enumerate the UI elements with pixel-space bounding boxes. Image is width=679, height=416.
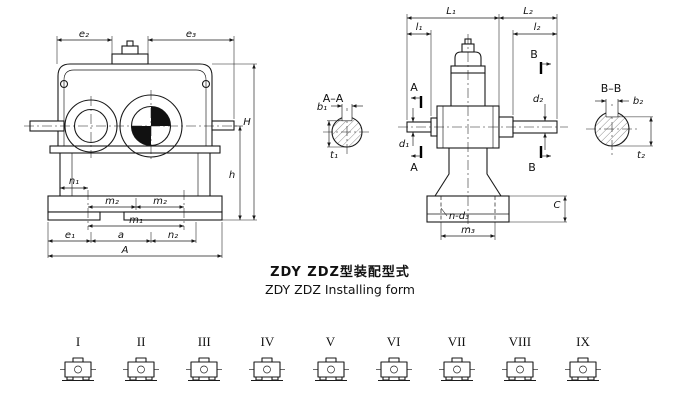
installing-form-item: VIII	[498, 334, 542, 389]
section-mark-b-bottom: B	[528, 161, 536, 174]
installing-form-item: V	[309, 334, 353, 389]
dim-label-A: A	[121, 245, 129, 256]
installing-form-item: IV	[245, 334, 289, 389]
dim-label-l2: l₂	[534, 22, 541, 33]
dim-label-d2: d₂	[533, 94, 543, 105]
installing-form-item: III	[182, 334, 226, 389]
gearbox-form-icon	[60, 356, 96, 384]
gearbox-form-icon	[439, 356, 475, 384]
installing-form-numeral: VIII	[508, 334, 532, 349]
front-view	[24, 40, 240, 230]
dim-label-b1: b₁	[317, 102, 327, 113]
dim-label-H: H	[243, 117, 251, 128]
dim-label-n1: n₁	[69, 176, 79, 187]
installing-form-numeral: III	[197, 334, 211, 349]
dim-label-e2: e₂	[79, 29, 89, 40]
dim-label-l1: l₁	[416, 22, 423, 33]
dim-label-b2: b₂	[633, 96, 643, 107]
dim-label-m2-right: m₂	[153, 196, 167, 207]
side-view-dimensions: L₁ L₂ l₁ l₂ d₁ d₂ C n-d₃ m₃	[399, 6, 567, 240]
installing-form-numeral: IV	[260, 334, 275, 349]
gearbox-form-icon	[565, 356, 601, 384]
installing-form-item: VII	[435, 334, 479, 389]
side-view: A A B B	[398, 34, 568, 230]
gearbox-form-icon	[186, 356, 222, 384]
installing-forms-row: I II III IV V VI VII VIII IX	[0, 334, 679, 389]
caption-english: ZDY ZDZ Installing form	[265, 282, 415, 297]
installing-form-item: II	[119, 334, 163, 389]
installing-form-numeral: IX	[576, 334, 590, 349]
section-bb-title: B–B	[601, 82, 622, 95]
gearbox-form-icon	[376, 356, 412, 384]
gearbox-form-icon	[249, 356, 285, 384]
front-view-dimensions: e₂ e₃ H h n₁ m₂ m₂ m₁ e₁ a n₂ A	[47, 29, 257, 258]
dim-label-t1: t₁	[330, 150, 338, 161]
gearbox-form-icon	[313, 356, 349, 384]
dim-label-h: h	[229, 170, 235, 181]
caption-chinese: ZDY ZDZ型装配型式	[270, 265, 410, 280]
installing-form-numeral: VII	[447, 334, 466, 349]
dim-label-L2: L₂	[523, 6, 533, 17]
dim-label-d1: d₁	[399, 139, 409, 150]
section-aa-title: A–A	[323, 92, 344, 105]
installing-form-numeral: VI	[386, 334, 401, 349]
dim-label-n-d3: n-d₃	[449, 211, 469, 222]
dim-label-e1: e₁	[65, 230, 75, 241]
gearbox-form-icon	[502, 356, 538, 384]
dim-label-C: C	[554, 200, 561, 211]
dim-label-m1: m₁	[129, 215, 143, 226]
section-mark-b-top: B	[530, 48, 538, 61]
dim-label-m2-left: m₂	[105, 196, 119, 207]
section-bb: B–B b₂ t₂	[586, 82, 653, 161]
assembly-drawing: e₂ e₃ H h n₁ m₂ m₂ m₁ e₁ a n₂ A A–A b₁ t…	[24, 6, 653, 258]
dim-label-L1: L₁	[446, 6, 456, 17]
installing-form-item: I	[56, 334, 100, 389]
gearbox-form-icon	[123, 356, 159, 384]
installing-form-numeral: I	[75, 334, 81, 349]
dim-label-e3: e₃	[186, 29, 196, 40]
section-aa: A–A b₁ t₁	[317, 92, 371, 161]
caption: ZDY ZDZ型装配型式 ZDY ZDZ Installing form	[180, 261, 500, 297]
dim-label-a: a	[118, 230, 124, 241]
section-mark-a-bottom: A	[410, 161, 418, 174]
section-mark-a-top: A	[410, 81, 418, 94]
installing-form-item: IX	[561, 334, 605, 389]
installing-form-numeral: V	[325, 334, 336, 349]
installing-form-numeral: II	[136, 334, 146, 349]
installing-form-item: VI	[372, 334, 416, 389]
dim-label-n2: n₂	[168, 230, 178, 241]
dim-label-t2: t₂	[637, 150, 645, 161]
dim-label-m3: m₃	[461, 225, 475, 236]
